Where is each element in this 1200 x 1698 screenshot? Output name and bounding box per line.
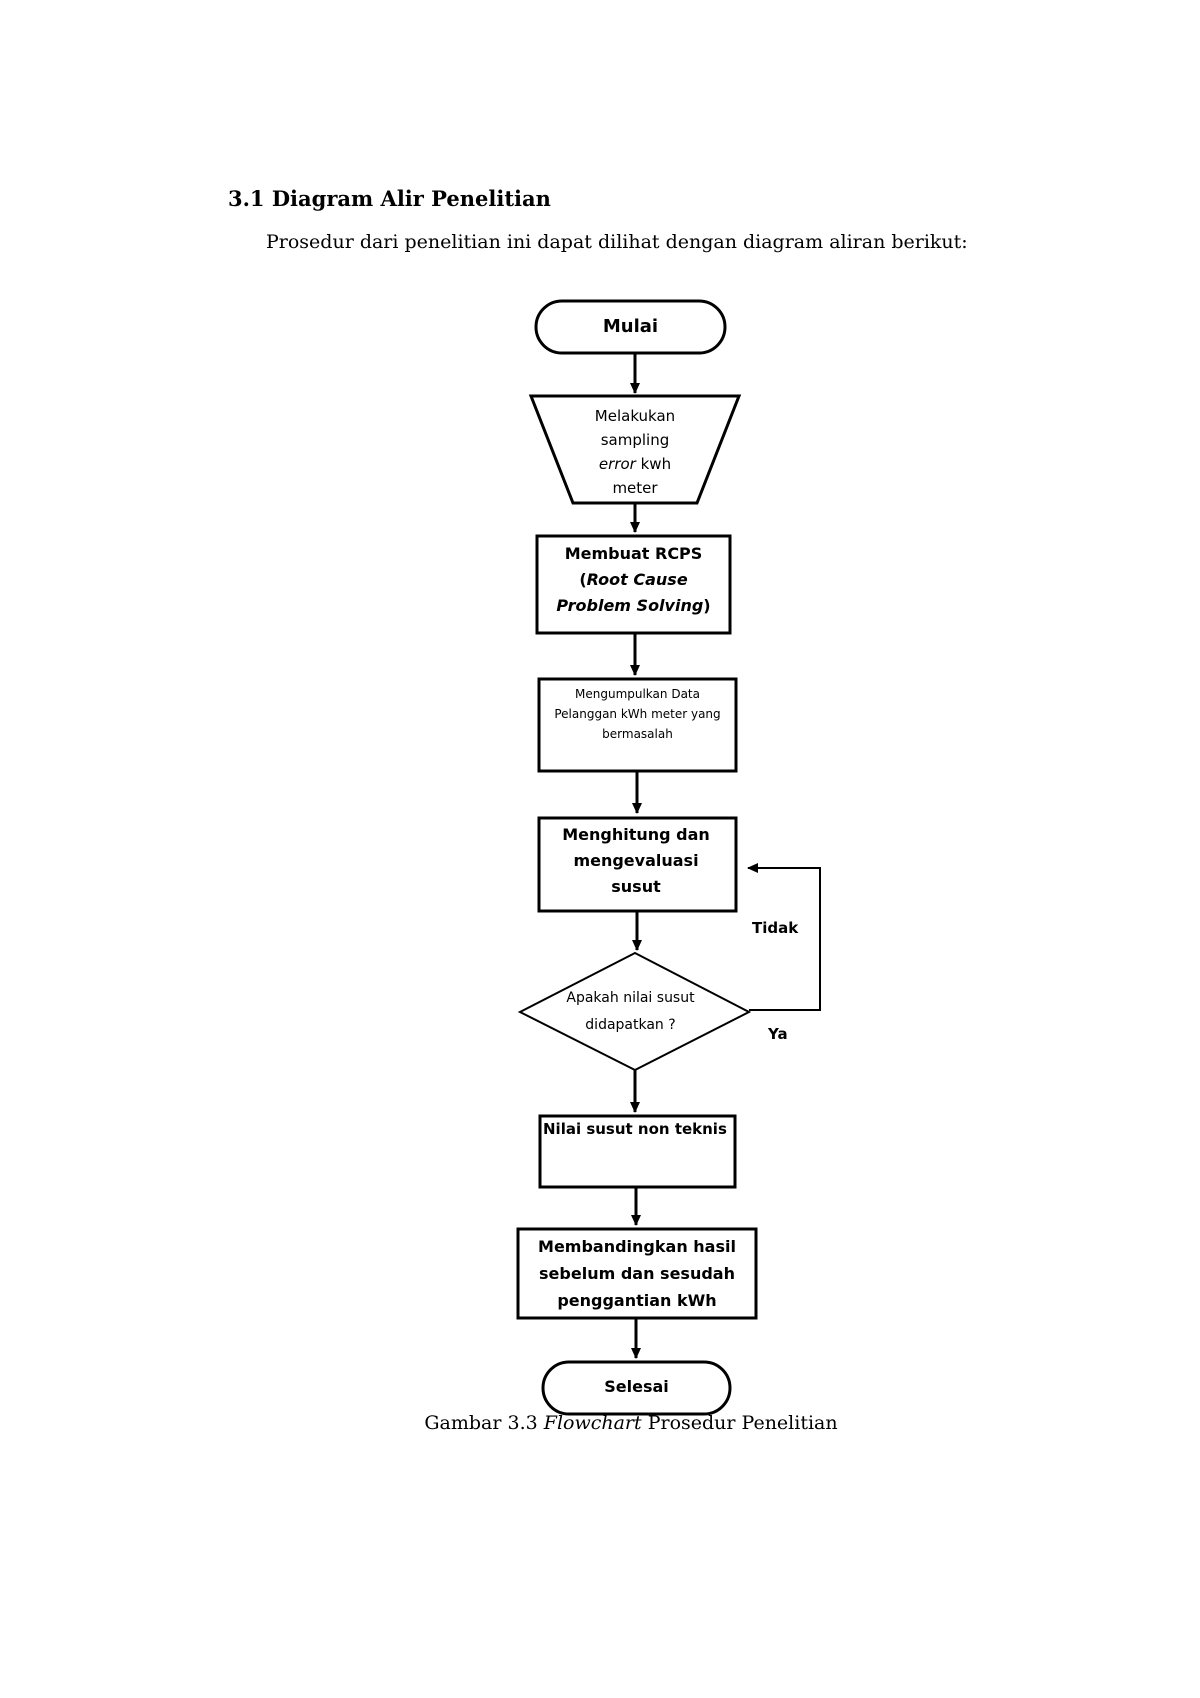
- start-label: Mulai: [602, 316, 659, 337]
- rcps-process-box: [535, 534, 732, 635]
- compare-label: Membandingkan hasil sebelum dan sesudah …: [538, 1237, 736, 1310]
- compare-process-box: [516, 1227, 758, 1320]
- figure-caption: Gambar 3.3 Flowchart Prosedur Penelitian: [424, 1412, 838, 1434]
- collect-label: Mengumpulkan Data Pelanggan kWh meter ya…: [554, 687, 721, 741]
- start-terminator: [534, 299, 727, 355]
- decision-label: Apakah nilai susut didapatkan ?: [566, 990, 695, 1033]
- section-heading: 3.1 Diagram Alir Penelitian: [228, 186, 551, 211]
- compute-label: Menghitung dan mengevaluasi susut: [562, 825, 710, 896]
- no-branch-label: Tidak: [752, 919, 799, 937]
- end-terminator: [541, 1360, 732, 1416]
- manual-input-label: Melakukan sampling error kwh meter: [594, 407, 676, 497]
- compute-process-box: [537, 816, 738, 913]
- collect-process-box: [537, 677, 738, 773]
- end-label: Selesai: [604, 1377, 669, 1396]
- yes-branch-label: Ya: [768, 1025, 788, 1043]
- intro-paragraph: Prosedur dari penelitian ini dapat dilih…: [266, 231, 968, 253]
- result-process-box: [538, 1114, 737, 1189]
- manual-input-trapezoid: [528, 394, 742, 505]
- loop-back-connector: [747, 863, 821, 1011]
- result-label: Nilai susut non teknis: [543, 1120, 727, 1138]
- decision-diamond: [517, 951, 752, 1072]
- rcps-label: Membuat RCPS (Root Cause Problem Solving…: [556, 544, 711, 615]
